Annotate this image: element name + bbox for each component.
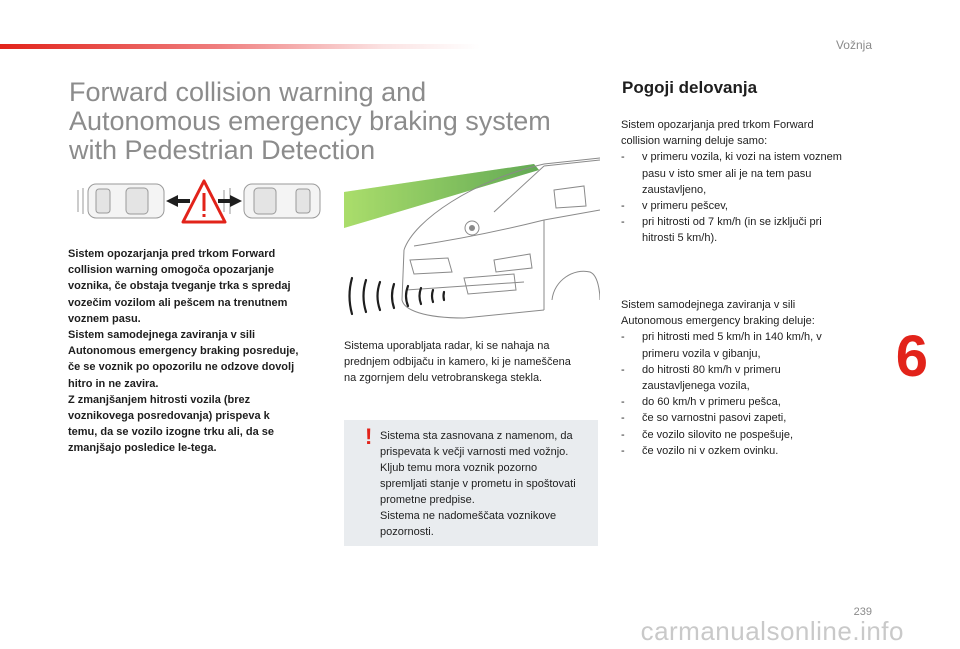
list-item-line: če vozilo ni v ozkem ovinku. xyxy=(642,444,779,457)
list-item: - če so varnostni pasovi zapeti, xyxy=(621,410,869,426)
conditions-heading: Pogoji delovanja xyxy=(622,78,758,97)
title-line: with Pedestrian Detection xyxy=(69,135,376,165)
list-item-line: pasu v isto smer ali je na tem pasu xyxy=(642,167,812,180)
cars-collision-warning-icon xyxy=(77,179,321,224)
list-item-line: pri hitrosti od 7 km/h (in se izključi p… xyxy=(642,216,822,229)
note-line: prometne predpise. xyxy=(380,494,475,506)
list-dash: - xyxy=(621,396,625,409)
list-item-line: hitrosti 5 km/h). xyxy=(642,232,718,245)
caption-line: na zgornjem delu vetrobranskega stekla. xyxy=(344,372,543,384)
aeb-intro: Sistem samodejnega zaviranja v sili Auto… xyxy=(621,297,869,329)
note-line: Kljub temu mora voznik pozorno xyxy=(380,462,538,474)
list-item-line: zaustavljenega vozila, xyxy=(642,380,750,393)
watermark: carmanualsonline.info xyxy=(640,616,904,646)
chapter-number: 6 xyxy=(895,324,928,389)
aeb-intro-line: Autonomous emergency braking deluje: xyxy=(621,315,815,328)
list-item-line: zaustavljeno, xyxy=(642,183,707,196)
list-item-line: v primeru vozila, ki vozi na istem vozne… xyxy=(642,151,842,164)
intro-line: če se voznik po opozorilu ne odzove dovo… xyxy=(68,361,295,374)
page-title: Forward collision warning and Autonomous… xyxy=(69,78,589,165)
intro-line: Autonomous emergency braking posreduje, xyxy=(68,345,299,358)
list-item-line: pri hitrosti med 5 km/h in 140 km/h, v xyxy=(642,331,822,344)
list-item-line: če vozilo silovito ne pospešuje, xyxy=(642,428,794,441)
list-item: - če vozilo silovito ne pospešuje, xyxy=(621,427,869,443)
list-item: - do hitrosti 80 km/h v primeru zaustavl… xyxy=(621,362,869,394)
intro-line: collision warning omogoča opozarjanje xyxy=(68,264,274,277)
intro-line: voznem pasu. xyxy=(68,312,141,325)
aeb-list: - pri hitrosti med 5 km/h in 140 km/h, v… xyxy=(621,329,869,459)
section-title: Vožnja xyxy=(835,38,872,52)
warning-note-box xyxy=(344,420,598,546)
list-dash: - xyxy=(621,428,625,441)
intro-line: hitro in ne zavira. xyxy=(68,377,159,390)
list-item-line: primeru vozila v gibanju, xyxy=(642,347,761,360)
list-item: - pri hitrosti med 5 km/h in 140 km/h, v… xyxy=(621,329,869,361)
list-dash: - xyxy=(621,331,625,344)
list-item-line: v primeru pešcev, xyxy=(642,200,728,213)
note-line: Sistema sta zasnovana z namenom, da xyxy=(380,430,573,442)
list-dash: - xyxy=(621,412,625,425)
intro-paragraph: Sistem opozarjanja pred trkom Forward co… xyxy=(68,246,330,457)
list-item: - v primeru pešcev, xyxy=(621,198,869,214)
fcw-intro-line: Sistem opozarjanja pred trkom Forward xyxy=(621,119,814,131)
list-item-line: do 60 km/h v primeru pešca, xyxy=(642,396,781,409)
note-line: prispevata k večji varnosti med vožnjo. xyxy=(380,446,569,458)
intro-line: Sistem opozarjanja pred trkom Forward xyxy=(68,248,276,260)
title-line: Forward collision warning and xyxy=(69,77,427,107)
intro-line: vozečim vozilom ali pešcem na trenutnem xyxy=(68,296,288,309)
list-item: - do 60 km/h v primeru pešca, xyxy=(621,394,869,410)
list-item-line: če so varnostni pasovi zapeti, xyxy=(642,412,787,425)
intro-line: temu, da se vozilo izogne trku ali, da s… xyxy=(68,426,274,439)
exclamation-icon: ! xyxy=(365,424,373,449)
note-line: spremljati stanje v prometu in spoštovat… xyxy=(380,478,576,490)
note-line: Sistema ne nadomeščata voznikove xyxy=(380,510,557,522)
fcw-intro: Sistem opozarjanja pred trkom Forward co… xyxy=(621,117,869,149)
aeb-conditions: Sistem samodejnega zaviranja v sili Auto… xyxy=(621,297,869,459)
aeb-intro-line: Sistem samodejnega zaviranja v sili xyxy=(621,299,796,311)
fcw-intro-line: collision warning deluje samo: xyxy=(621,135,768,148)
caption-line: prednjem odbijaču in kamero, ki je nameš… xyxy=(344,356,571,368)
list-dash: - xyxy=(621,200,625,213)
page-number: 239 xyxy=(853,606,872,618)
caption-line: Sistema uporabljata radar, ki se nahaja … xyxy=(344,340,550,352)
intro-line: zmanjšajo posledice le-tega. xyxy=(68,442,217,455)
title-line: Autonomous emergency braking system xyxy=(69,106,551,136)
intro-line: voznikovega posredovanja) prispeva k xyxy=(68,410,270,423)
fcw-list: - v primeru vozila, ki vozi na istem voz… xyxy=(621,149,869,246)
list-dash: - xyxy=(621,444,625,457)
list-dash: - xyxy=(621,216,625,229)
illustration-caption: Sistema uporabljata radar, ki se nahaja … xyxy=(344,338,600,386)
intro-line: voznika, če obstaja tveganje trka s spre… xyxy=(68,280,291,293)
list-item: - če vozilo ni v ozkem ovinku. xyxy=(621,443,869,459)
fcw-conditions: Sistem opozarjanja pred trkom Forward co… xyxy=(621,117,869,247)
header-accent-bar xyxy=(0,44,480,49)
warning-note-text: Sistema sta zasnovana z namenom, da pris… xyxy=(380,428,595,540)
van-radar-camera-illustration xyxy=(344,157,600,319)
list-item-line: do hitrosti 80 km/h v primeru xyxy=(642,363,781,376)
note-line: pozornosti. xyxy=(380,526,434,538)
list-dash: - xyxy=(621,363,625,376)
intro-line: Sistem samodejnega zaviranja v sili xyxy=(68,329,256,342)
intro-line: Z zmanjšanjem hitrosti vozila (brez xyxy=(68,393,251,406)
list-item: - pri hitrosti od 7 km/h (in se izključi… xyxy=(621,214,869,246)
list-dash: - xyxy=(621,151,625,164)
list-item: - v primeru vozila, ki vozi na istem voz… xyxy=(621,149,869,198)
